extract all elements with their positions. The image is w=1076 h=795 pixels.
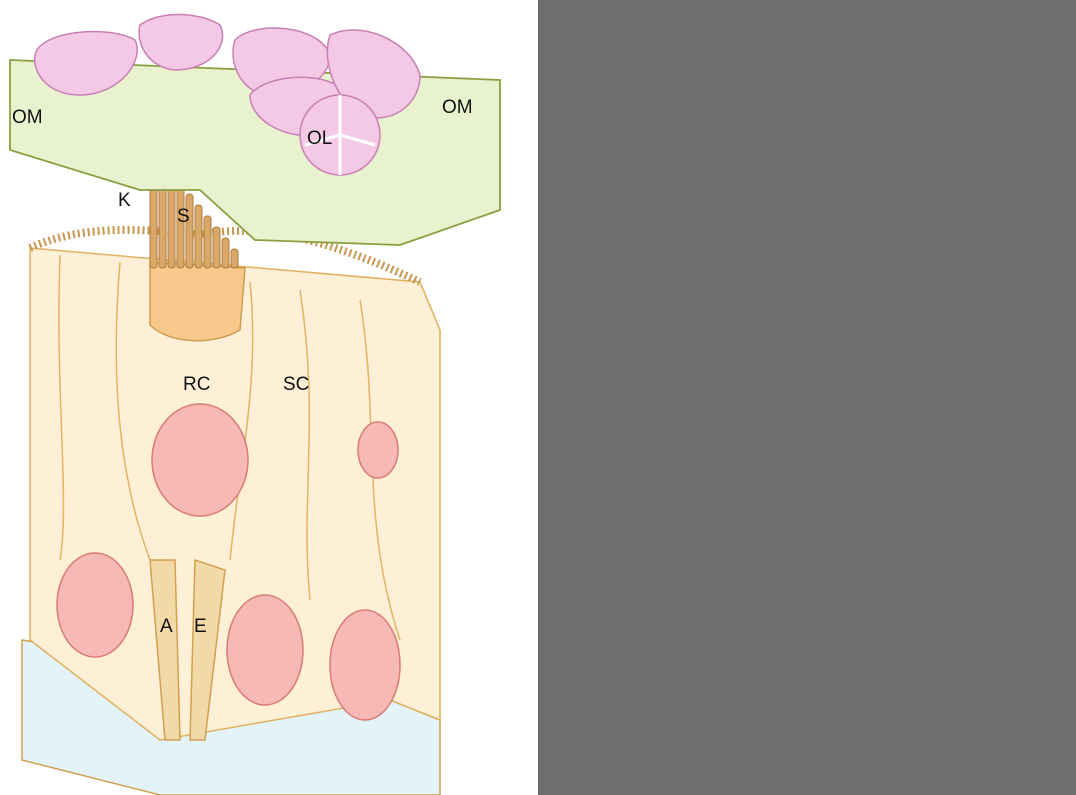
inner-ear-hair-cell-diagram: OM OM OL K S RC SC A E	[0, 0, 538, 795]
label-e: E	[194, 616, 207, 637]
label-rc: RC	[183, 374, 210, 395]
micrograph-background	[538, 0, 1076, 795]
stereocilium	[222, 238, 229, 268]
label-om-right: OM	[442, 97, 473, 118]
stereocilium	[213, 227, 220, 268]
label-k: K	[118, 190, 131, 211]
hair-cell-body	[150, 262, 245, 341]
label-sc: SC	[283, 374, 309, 395]
stereocilium	[231, 249, 238, 268]
label-a: A	[160, 616, 173, 637]
label-ol: OL	[307, 128, 332, 149]
label-om-left: OM	[12, 107, 43, 128]
stereocilium	[204, 216, 211, 268]
stereocilium	[195, 205, 202, 268]
electron-micrograph-placeholder	[538, 0, 1076, 795]
label-s: S	[177, 206, 190, 227]
